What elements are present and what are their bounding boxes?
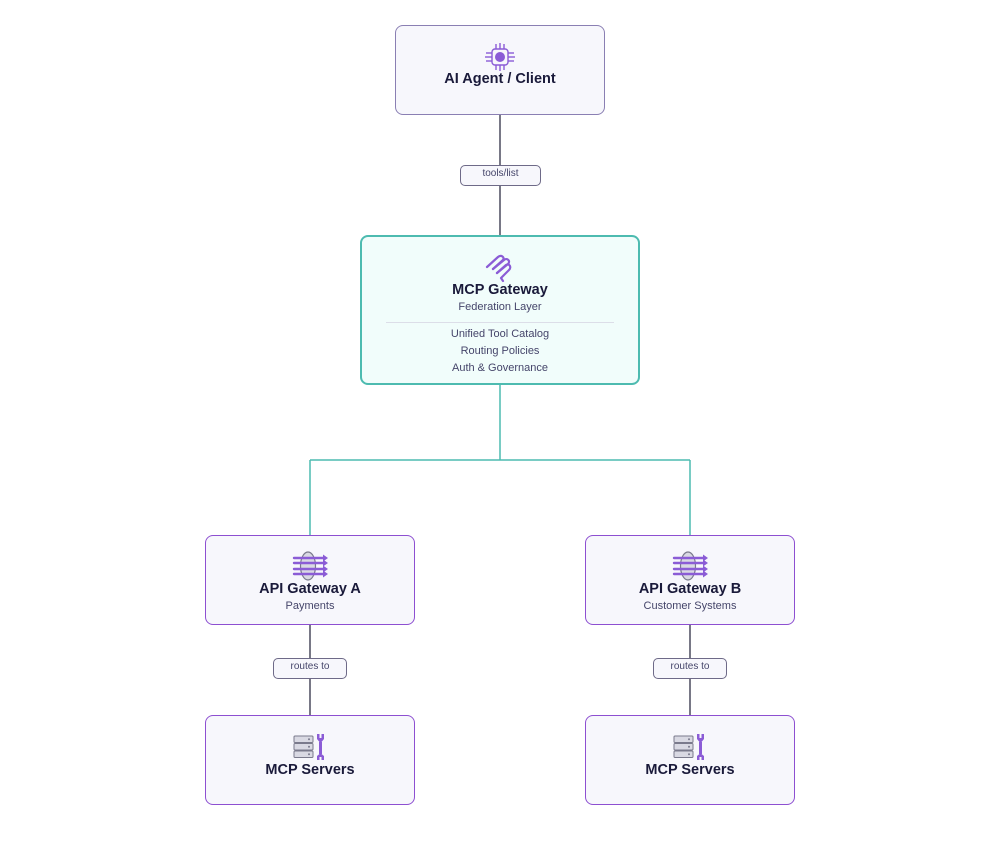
feature-item: Routing Policies (460, 345, 540, 357)
api-gateway-b-title: API Gateway B (638, 581, 742, 597)
server-tools-icon (673, 734, 704, 760)
client-title: AI Agent / Client (444, 71, 556, 87)
feature-item: Unified Tool Catalog (450, 328, 550, 340)
api-gateway-a-node[interactable]: API Gateway A Payments (205, 535, 415, 625)
mcp-gateway-title: MCP Gateway (452, 282, 548, 298)
mcp-gateway-node[interactable]: MCP Gateway Federation Layer Unified Too… (360, 235, 640, 385)
mcp-gateway-divider (386, 322, 614, 323)
api-gateway-icon (292, 551, 328, 581)
api-gateway-a-title: API Gateway A (259, 581, 361, 597)
edge-label-routes-to-a: routes to (273, 658, 347, 679)
edge-label-tools-list: tools/list (460, 165, 541, 186)
api-gateway-icon (672, 551, 708, 581)
mcp-servers-b-node[interactable]: MCP Servers (585, 715, 795, 805)
connector-gateway-branches (309, 385, 691, 536)
api-gateway-b-subtitle: Customer Systems (643, 600, 737, 612)
feature-item: Auth & Governance (451, 362, 548, 374)
server-tools-icon (293, 734, 324, 760)
client-node[interactable]: AI Agent / Client (395, 25, 605, 115)
mcp-logo-icon (485, 254, 512, 283)
mcp-servers-a-title: MCP Servers (265, 762, 355, 778)
ai-chip-icon (485, 43, 515, 71)
mcp-servers-b-title: MCP Servers (645, 762, 735, 778)
mcp-gateway-subtitle: Federation Layer (458, 301, 542, 313)
edge-label-routes-to-b: routes to (653, 658, 727, 679)
mcp-servers-a-node[interactable]: MCP Servers (205, 715, 415, 805)
api-gateway-b-node[interactable]: API Gateway B Customer Systems (585, 535, 795, 625)
api-gateway-a-subtitle: Payments (285, 600, 335, 612)
